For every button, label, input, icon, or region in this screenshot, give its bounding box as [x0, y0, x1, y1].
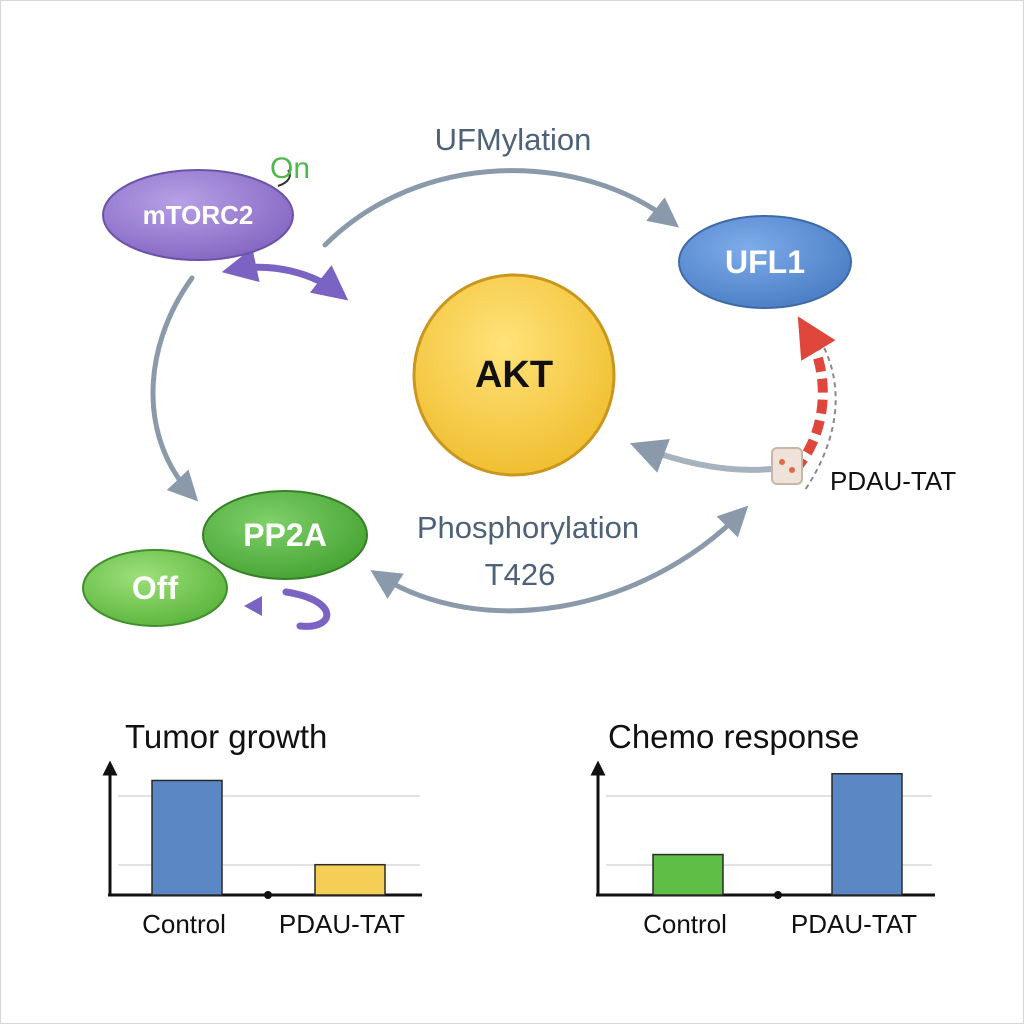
mtorc2-label: mTORC2	[143, 200, 254, 230]
tick-label: Control	[643, 909, 727, 939]
pdau-red-arrow	[791, 316, 836, 474]
pdau-akt-arrow	[629, 438, 783, 473]
mtorc2-purple-arrow	[221, 247, 349, 301]
on-connector	[277, 169, 291, 187]
on-state-label: On	[270, 152, 310, 185]
ufmylation-arrow	[322, 168, 680, 248]
bar-pdau-tat	[831, 772, 903, 896]
ufl1-node	[678, 215, 852, 309]
pdau-peptide-dot	[779, 459, 785, 465]
t426-label: T426	[485, 557, 556, 592]
pp2a-purple-arrowhead	[244, 596, 262, 616]
tick-label: Control	[142, 909, 226, 939]
tumor-growth-chart: Tumor growth Control PDAU-TAT	[102, 718, 422, 939]
tick-label: PDAU-TAT	[791, 909, 917, 939]
pdau-peptide-icon	[771, 447, 803, 485]
mtorc2-node	[102, 169, 294, 261]
pp2a-node	[202, 490, 368, 580]
phosphorylation-arrow	[370, 505, 749, 614]
pp2a-label: PP2A	[243, 517, 327, 553]
bar-control	[652, 853, 724, 896]
bar-control	[151, 779, 223, 896]
off-node	[82, 549, 228, 627]
off-label: Off	[132, 570, 179, 606]
mtorc2-to-pp2a-arrow	[150, 275, 199, 502]
chart-title: Tumor growth	[125, 718, 327, 755]
inhibitor-label: PDAU-TAT	[830, 466, 956, 496]
ufl1-label: UFL1	[725, 244, 805, 280]
pdau-peptide-dot	[789, 467, 795, 473]
akt-node	[412, 273, 616, 477]
tick-label: PDAU-TAT	[279, 909, 405, 939]
chemo-response-chart: Chemo response Control PDAU-TAT	[590, 718, 935, 939]
bar-pdau-tat	[314, 863, 386, 896]
x-axis-dot	[264, 891, 272, 899]
phosphorylation-label: Phosphorylation	[417, 510, 639, 545]
akt-label: AKT	[475, 354, 553, 396]
chart-title: Chemo response	[608, 718, 859, 755]
x-axis-dot	[774, 891, 782, 899]
ufmylation-label: UFMylation	[435, 122, 592, 157]
pp2a-purple-arrow	[282, 588, 331, 630]
